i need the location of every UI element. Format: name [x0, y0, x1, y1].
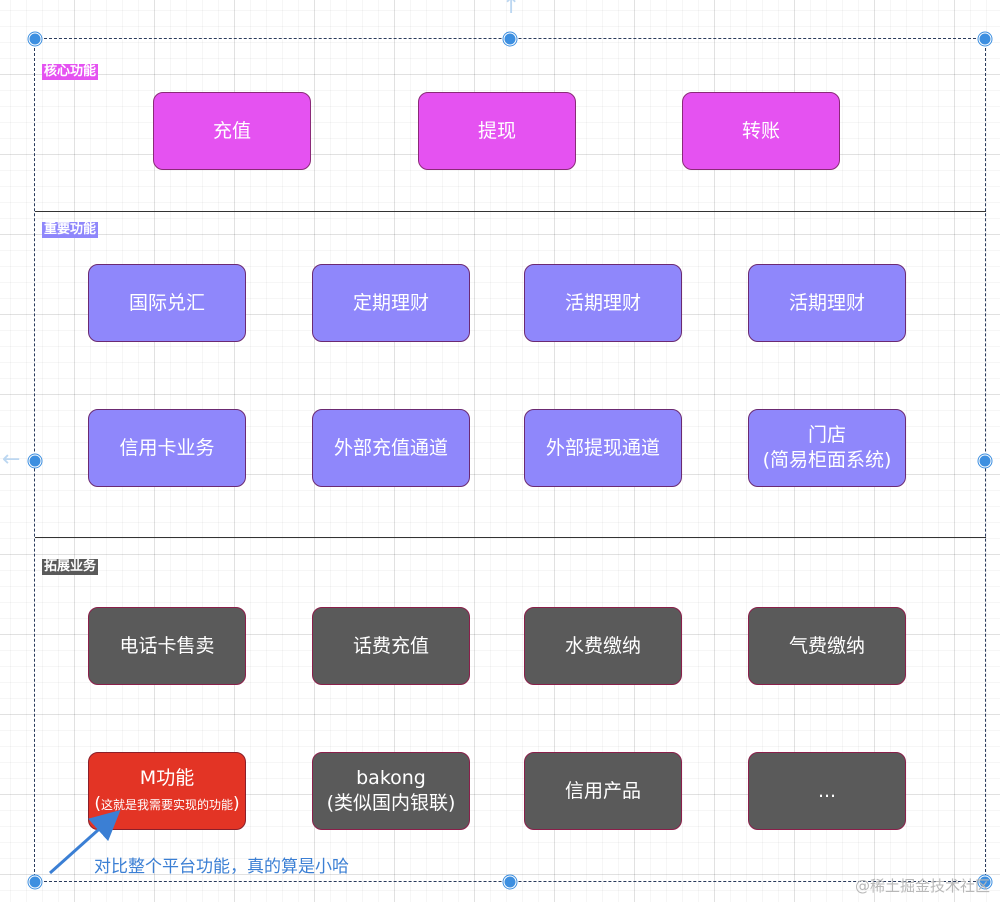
note-paren-open: (: [94, 793, 101, 814]
node-label-line2: (简易柜面系统): [762, 449, 892, 471]
node-label: ...: [817, 779, 837, 802]
node-withdraw[interactable]: 提现: [418, 92, 576, 170]
node-label: 气费缴纳: [788, 634, 865, 657]
arrow-left-icon: ←: [2, 447, 21, 472]
node-phone-card[interactable]: 电话卡售卖: [88, 607, 246, 685]
node-label: 电话卡售卖: [119, 634, 215, 657]
resize-handle-bottom-right[interactable]: [978, 875, 992, 889]
node-external-recharge[interactable]: 外部充值通道: [312, 409, 470, 487]
resize-handle-bottom-center[interactable]: [503, 875, 517, 889]
watermark: @稀土掘金技术社区: [854, 877, 990, 895]
node-fixed-wealth[interactable]: 定期理财: [312, 264, 470, 342]
node-demand-wealth-1[interactable]: 活期理财: [524, 264, 682, 342]
section-divider-2: [35, 537, 986, 538]
resize-handle-top-left[interactable]: [28, 32, 42, 46]
node-label: 水费缴纳: [564, 634, 641, 657]
node-intl-exchange[interactable]: 国际兑汇: [88, 264, 246, 342]
node-m-feature[interactable]: M功能 (这就是我需要实现的功能): [88, 752, 246, 830]
node-external-withdraw[interactable]: 外部提现通道: [524, 409, 682, 487]
note-paren-close: ): [233, 793, 240, 814]
node-label: 信用卡业务: [119, 436, 215, 459]
node-label-line1: bakong: [356, 767, 426, 789]
node-label: 定期理财: [352, 291, 429, 314]
node-label-line1: 门店: [807, 424, 846, 446]
node-label: 国际兑汇: [128, 291, 205, 314]
arrow-up-icon: ↑: [502, 0, 521, 19]
node-credit-card[interactable]: 信用卡业务: [88, 409, 246, 487]
note-text: 这就是我需要实现的功能: [100, 797, 233, 812]
resize-handle-top-center[interactable]: [503, 32, 517, 46]
section-divider-1: [35, 211, 986, 212]
node-credit-product[interactable]: 信用产品: [524, 752, 682, 830]
annotation-text: 对比整个平台功能，真的算是小哈: [94, 857, 349, 877]
node-label: 信用产品: [564, 779, 641, 802]
node-store[interactable]: 门店 (简易柜面系统): [748, 409, 906, 487]
node-water-bill[interactable]: 水费缴纳: [524, 607, 682, 685]
node-label: 活期理财: [564, 291, 641, 314]
node-label-line2: (类似国内银联): [326, 792, 456, 814]
node-label: 充值: [212, 119, 251, 142]
resize-handle-middle-left[interactable]: [28, 454, 42, 468]
section-label-important: 重要功能: [42, 222, 99, 238]
node-bakong[interactable]: bakong (类似国内银联): [312, 752, 470, 830]
node-gas-bill[interactable]: 气费缴纳: [748, 607, 906, 685]
node-label: 外部充值通道: [333, 436, 448, 459]
section-label-extend: 拓展业务: [42, 559, 99, 575]
node-label: 提现: [477, 119, 516, 142]
node-label: 转账: [741, 119, 780, 142]
node-label-title: M功能: [139, 766, 195, 789]
resize-handle-bottom-left[interactable]: [28, 875, 42, 889]
node-demand-wealth-2[interactable]: 活期理财: [748, 264, 906, 342]
resize-handle-middle-right[interactable]: [978, 454, 992, 468]
node-more[interactable]: ...: [748, 752, 906, 830]
resize-handle-top-right[interactable]: [978, 32, 992, 46]
node-label: 话费充值: [352, 634, 429, 657]
node-label: 外部提现通道: [545, 436, 660, 459]
node-label-note: (这就是我需要实现的功能): [94, 791, 239, 817]
node-phone-recharge[interactable]: 话费充值: [312, 607, 470, 685]
section-label-core: 核心功能: [42, 64, 99, 80]
node-label: 活期理财: [788, 291, 865, 314]
node-transfer[interactable]: 转账: [682, 92, 840, 170]
node-recharge[interactable]: 充值: [153, 92, 311, 170]
